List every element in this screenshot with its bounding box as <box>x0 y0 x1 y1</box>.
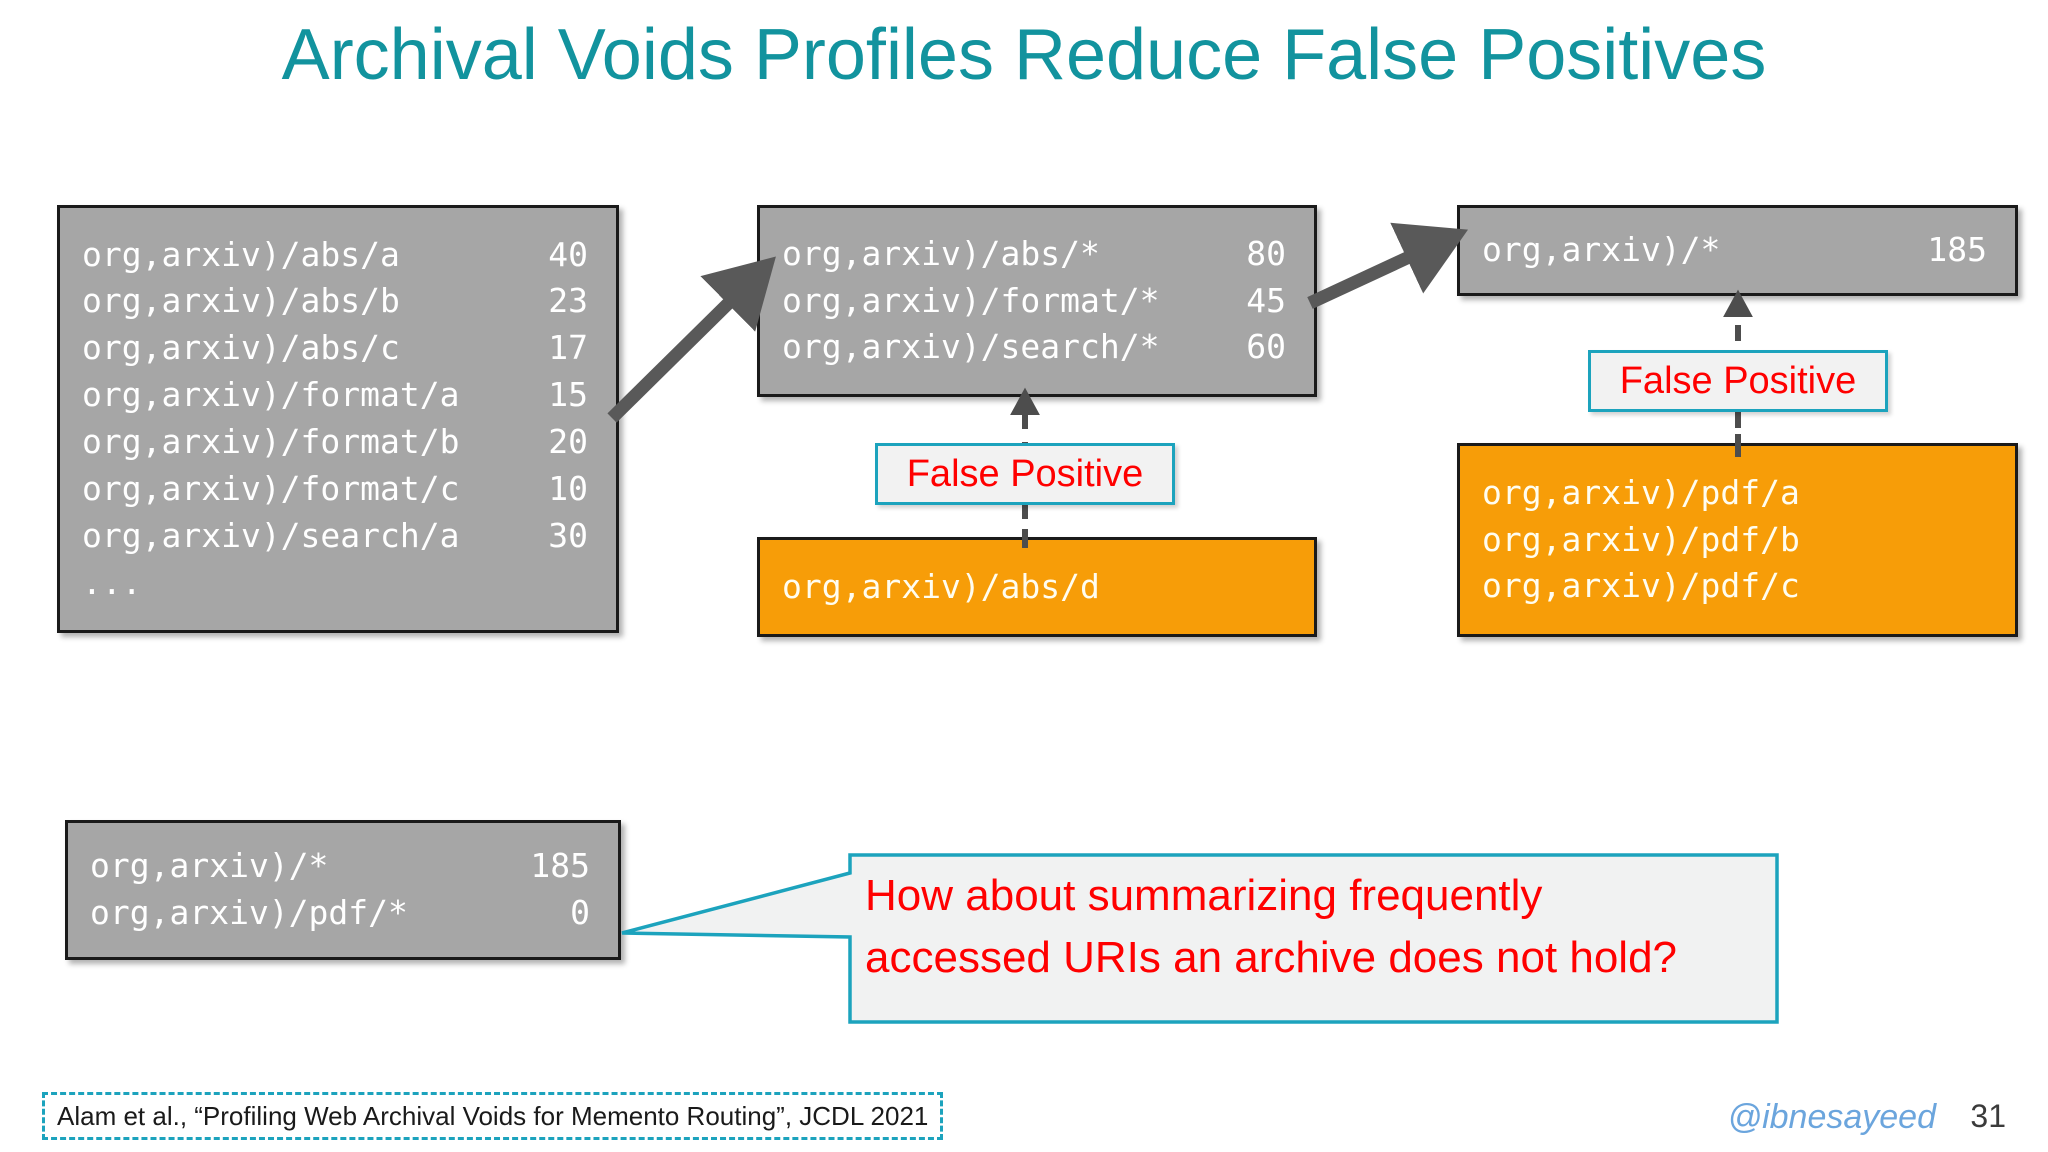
uri-key: org,arxiv)/format/* <box>782 280 1160 320</box>
author-handle: @ibnesayeed <box>1727 1098 1936 1136</box>
detailed-profile-rows: org,arxiv)/abs/a 40 org,arxiv)/abs/b 23 … <box>60 232 616 607</box>
table-row: org,arxiv)/search/a 30 <box>82 513 588 560</box>
uri-key: org,arxiv)/search/a <box>82 515 460 555</box>
table-row: org,arxiv)/format/c 10 <box>82 466 588 513</box>
uri-key: org,arxiv)/format/c <box>82 468 460 508</box>
uri-count: 80 <box>1246 233 1286 273</box>
false-positive-uri-box-right: org,arxiv)/pdf/a org,arxiv)/pdf/b org,ar… <box>1457 443 2018 637</box>
uri-count: 15 <box>548 375 588 415</box>
callout-text: How about summarizing frequently accesse… <box>865 865 1745 990</box>
table-row: org,arxiv)/* 185 <box>90 843 590 890</box>
wildcard-profile-rows: org,arxiv)/abs/* 80 org,arxiv)/format/* … <box>760 231 1314 372</box>
detailed-profile-box: org,arxiv)/abs/a 40 org,arxiv)/abs/b 23 … <box>57 205 619 633</box>
uri-count: 185 <box>1927 230 1987 270</box>
uri-key: org,arxiv)/search/* <box>782 327 1160 367</box>
page-title: Archival Voids Profiles Reduce False Pos… <box>281 15 1767 95</box>
uri-count: 17 <box>548 328 588 368</box>
uri-count: 0 <box>570 893 590 932</box>
uri-key: org,arxiv)/pdf/* <box>90 893 408 932</box>
page-number: 31 <box>1970 1098 2006 1134</box>
uri-count: 185 <box>530 846 590 886</box>
uri-count: 23 <box>548 281 588 321</box>
uri-key: org,arxiv)/format/a <box>82 375 460 415</box>
table-row: org,arxiv)/abs/c 17 <box>82 325 588 372</box>
table-row: org,arxiv)/abs/d <box>782 564 1294 611</box>
citation-text: Alam et al., “Profiling Web Archival Voi… <box>57 1100 929 1131</box>
uri-key: org,arxiv)/format/b <box>82 422 460 461</box>
uri-key: ... <box>82 562 142 602</box>
uri-key: org,arxiv)/* <box>1482 230 1721 270</box>
callout-line-1: How about summarizing frequently <box>865 871 1543 920</box>
callout-bubble: How about summarizing frequently accesse… <box>620 845 1780 1025</box>
uri-count: 20 <box>548 422 588 461</box>
false-positive-uri-rows-right: org,arxiv)/pdf/a org,arxiv)/pdf/b org,ar… <box>1460 470 2015 611</box>
table-row: org,arxiv)/pdf/* 0 <box>90 890 590 937</box>
table-row: org,arxiv)/abs/a 40 <box>82 232 588 279</box>
root-profile-box: org,arxiv)/* 185 <box>1457 205 2018 296</box>
uri-key: org,arxiv)/abs/c <box>82 328 400 368</box>
table-row: org,arxiv)/format/* 45 <box>782 278 1286 325</box>
false-positive-uri-box-middle: org,arxiv)/abs/d <box>757 537 1317 637</box>
archival-voids-profile-rows: org,arxiv)/* 185 org,arxiv)/pdf/* 0 <box>68 843 618 937</box>
callout-bubble-shape <box>621 853 1779 1024</box>
root-profile-rows: org,arxiv)/* 185 <box>1460 227 2015 274</box>
false-positive-connector-middle-lower <box>1022 500 1028 548</box>
uri-key: org,arxiv)/* <box>90 846 329 886</box>
citation-box: Alam et al., “Profiling Web Archival Voi… <box>42 1092 944 1140</box>
table-row: org,arxiv)/format/b 20 <box>82 419 588 466</box>
uri-key: org,arxiv)/abs/a <box>82 234 400 274</box>
uri-key: org,arxiv)/abs/* <box>782 233 1100 273</box>
uri-key: org,arxiv)/pdf/a <box>1482 472 1800 512</box>
uri-count: 40 <box>548 234 588 274</box>
archival-voids-profile-box: org,arxiv)/* 185 org,arxiv)/pdf/* 0 <box>65 820 621 960</box>
callout-line-2: accessed URIs an archive does not hold? <box>865 933 1678 983</box>
false-positive-connector-right-lower <box>1735 408 1741 450</box>
aggregation-arrow-1 <box>607 256 776 423</box>
uri-count: 10 <box>548 468 588 508</box>
wildcard-profile-box: org,arxiv)/abs/* 80 org,arxiv)/format/* … <box>757 205 1317 397</box>
uri-count: 60 <box>1246 327 1286 367</box>
table-row: org,arxiv)/abs/* 80 <box>782 231 1286 278</box>
table-row: org,arxiv)/pdf/a <box>1482 470 1995 517</box>
table-row-ellipsis: ... <box>82 560 588 607</box>
table-row: org,arxiv)/abs/b 23 <box>82 278 588 325</box>
false-positive-uri-rows-middle: org,arxiv)/abs/d <box>760 564 1314 611</box>
false-positive-label-right: False Positive <box>1588 350 1888 412</box>
table-row: org,arxiv)/pdf/c <box>1482 563 1995 610</box>
table-row: org,arxiv)/search/* 60 <box>782 324 1286 371</box>
uri-key: org,arxiv)/abs/b <box>82 281 400 321</box>
table-row: org,arxiv)/pdf/b <box>1482 517 1995 564</box>
uri-count: 30 <box>548 515 588 555</box>
false-positive-label-middle: False Positive <box>875 443 1175 505</box>
table-row: org,arxiv)/* 185 <box>1482 227 1987 274</box>
false-positive-connector-right <box>1723 289 1753 457</box>
uri-key: org,arxiv)/pdf/b <box>1482 519 1800 559</box>
table-row: org,arxiv)/format/a 15 <box>82 372 588 419</box>
uri-key: org,arxiv)/abs/d <box>782 566 1100 606</box>
uri-key: org,arxiv)/pdf/c <box>1482 566 1800 606</box>
aggregation-arrow-2 <box>1307 222 1469 309</box>
uri-count: 45 <box>1246 280 1286 320</box>
